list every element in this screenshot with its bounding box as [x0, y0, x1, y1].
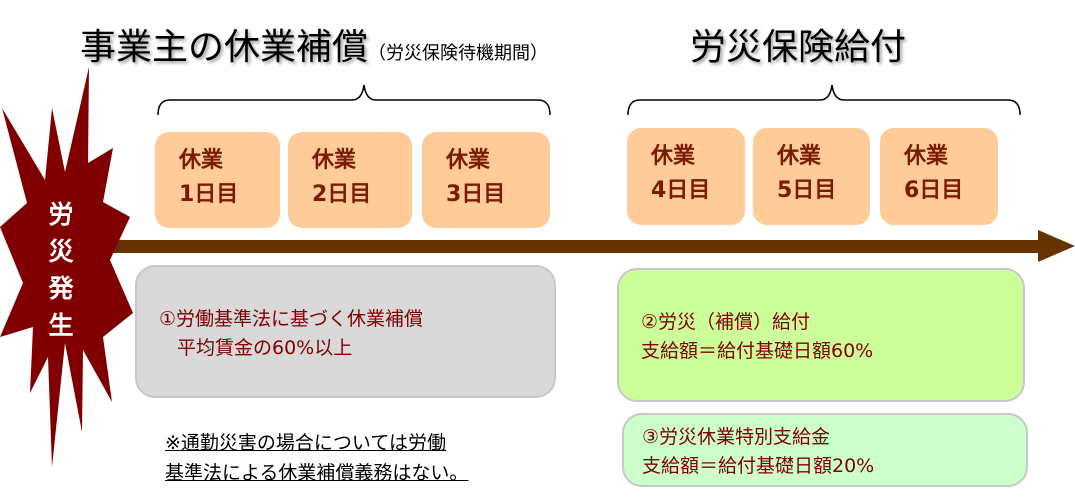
employer-subtitle: （労災保険待機期間）	[368, 43, 549, 64]
timeline-arrow-shaft	[110, 240, 1045, 253]
benefit-detail: 平均賃金の60%以上	[177, 337, 353, 359]
incident-char: 労	[48, 200, 74, 229]
incident-label: 労 災 発 生	[43, 196, 79, 344]
incident-char: 生	[48, 311, 74, 340]
incident-char: 災	[48, 237, 74, 266]
right-brace	[627, 84, 1021, 116]
benefit-detail: 支給額＝給付基礎日額20%	[642, 455, 875, 477]
benefit-title: ③労災休業特別支給金	[642, 426, 831, 448]
benefit-title: ②労災（補償）給付	[641, 311, 811, 333]
note-line: 基準法による休業補償義務はない。	[165, 462, 469, 484]
left-brace	[157, 84, 551, 116]
timeline-arrow-head	[1038, 230, 1075, 262]
employer-compensation-box: ①労働基準法に基づく休業補償 平均賃金の60%以上	[135, 265, 556, 398]
incident-char: 発	[48, 274, 74, 303]
benefit-detail: 支給額＝給付基礎日額60%	[641, 340, 874, 362]
compensation-benefit-box: ②労災（補償）給付 支給額＝給付基礎日額60%	[617, 268, 1025, 402]
employer-title: 事業主の休業補償（労災保険待機期間）	[80, 27, 549, 68]
note-line: ※通勤災害の場合については労働	[165, 432, 446, 454]
commute-note: ※通勤災害の場合については労働 基準法による休業補償義務はない。	[165, 428, 468, 488]
special-benefit-box: ③労災休業特別支給金 支給額＝給付基礎日額20%	[622, 413, 1028, 487]
benefit-title: ①労働基準法に基づく休業補償	[159, 308, 424, 330]
incident-starburst	[0, 67, 133, 467]
insurance-title: 労災保険給付	[690, 27, 907, 68]
